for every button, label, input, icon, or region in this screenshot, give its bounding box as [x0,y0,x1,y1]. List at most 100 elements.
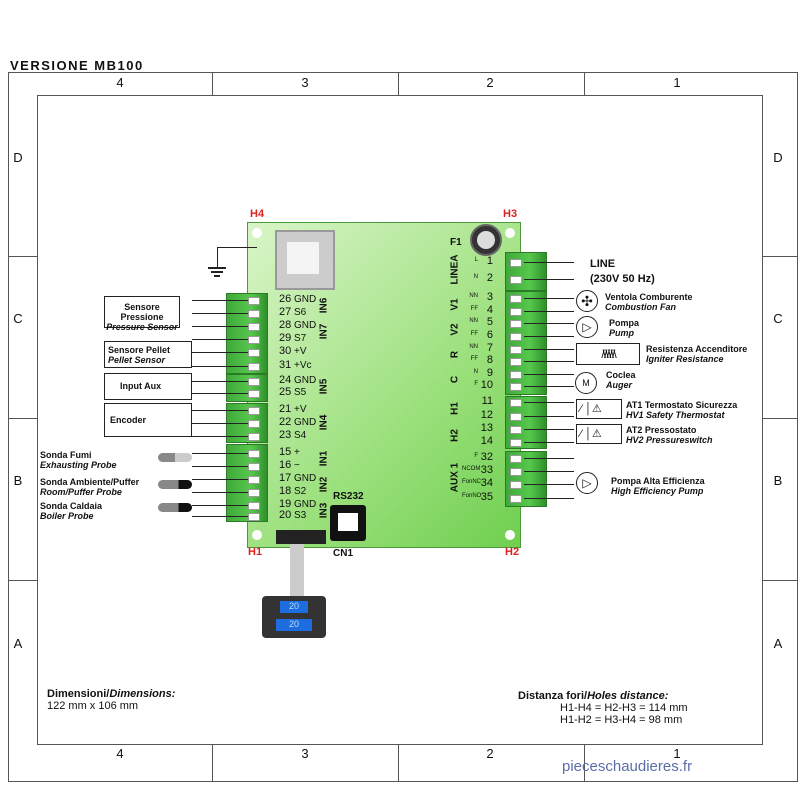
terminal-pin[interactable] [510,308,522,316]
terminal-pin[interactable] [510,295,522,303]
ruler-divider [584,72,585,95]
wire [192,466,248,467]
ruler-divider [212,72,213,95]
transformer [275,230,335,290]
diagram-title: VERSIONE MB100 [10,58,144,73]
row-label: B [13,473,23,488]
terminal-block [226,293,268,374]
wire [192,326,248,327]
terminal-pin[interactable] [248,463,260,471]
terminal-pin[interactable] [248,476,260,484]
row-label: C [773,311,783,326]
terminal-pin[interactable] [248,310,260,318]
terminal-pin[interactable] [248,390,260,398]
display-panel[interactable]: 20 20 [262,596,326,638]
cn1-connector[interactable] [276,530,326,544]
wire [192,505,248,506]
terminal-pin[interactable] [510,383,522,391]
terminal-pin[interactable] [510,276,522,284]
safety-thermostat-icon: ⁄ │⚠ [576,399,622,419]
dimensions-note: Dimensioni/Dimensions:122 mm x 106 mm [47,688,176,712]
row-label: D [773,150,783,165]
terminal-pin[interactable] [248,336,260,344]
terminal-number: 21 [279,403,292,415]
wire [524,458,574,459]
terminal-pin[interactable] [248,378,260,386]
hole-label-h2: H2 [505,546,520,558]
terminal-pin[interactable] [510,346,522,354]
terminal-pin[interactable] [510,439,522,447]
terminal-pin[interactable] [510,481,522,489]
terminal-signal: GND [294,294,317,305]
terminal-pin[interactable] [248,323,260,331]
terminal-signal: − [294,460,300,471]
terminal-number: 5 [486,316,493,328]
terminal-number: 30 [279,345,292,357]
terminal-signal: S6 [294,307,307,318]
terminal-number: 9 [486,367,493,379]
terminal-number: 17 [279,472,292,484]
terminal-pin[interactable] [248,297,260,305]
terminal-pin[interactable] [248,433,260,441]
terminal-pin[interactable] [248,407,260,415]
column-label: 1 [673,75,681,90]
terminal-pin[interactable] [510,371,522,379]
output-group-label: C [449,375,461,384]
terminal-pin[interactable] [510,333,522,341]
terminal-pin[interactable] [510,320,522,328]
terminal-number: 13 [480,422,493,434]
terminal-pin[interactable] [510,468,522,476]
wire [192,516,248,517]
wire [192,393,248,394]
row-label: B [773,473,783,488]
cn1-label: CN1 [333,548,354,559]
wire [524,386,574,387]
terminal-pin[interactable] [510,358,522,366]
terminal-pin[interactable] [510,259,522,267]
watermark: pieceschaudieres.fr [562,758,693,775]
terminal-block [226,444,268,522]
terminal-signal: S4 [294,430,307,441]
exhaust-probe-icon [158,453,192,462]
terminal-pin[interactable] [248,502,260,510]
terminal-pin[interactable] [248,513,260,521]
rs232-connector[interactable] [330,505,366,541]
terminal-pin[interactable] [248,420,260,428]
terminal-pin[interactable] [510,455,522,463]
wire [524,349,574,350]
terminal-pin[interactable] [510,495,522,503]
terminal-pin[interactable] [248,363,260,371]
terminal-number: 24 [279,374,292,386]
ground-wire [217,247,257,248]
terminal-block [505,252,547,291]
output-group-label: AUX 1 [449,462,461,493]
terminal-signal: FF [470,306,478,312]
wire [192,453,248,454]
wire [192,313,248,314]
terminal-number: 3 [486,291,493,303]
terminal-pin[interactable] [510,399,522,407]
wire [524,498,574,499]
ruler-divider [8,256,37,257]
input-group-label: IN3 [318,502,330,519]
ground-icon [214,275,220,277]
terminal-number: 20 [279,509,292,521]
ruler-divider [212,745,213,782]
terminal-pin[interactable] [510,413,522,421]
wire [524,323,574,324]
wire [192,479,248,480]
wire [192,339,248,340]
terminal-pin[interactable] [248,349,260,357]
terminal-pin[interactable] [510,426,522,434]
row-label: C [13,311,23,326]
wire [524,416,574,417]
terminal-number: 10 [480,379,493,391]
output-group-label: LINEA [449,254,461,285]
terminal-pin[interactable] [248,489,260,497]
terminal-signal: FonNC [462,479,482,485]
terminal-pin[interactable] [248,450,260,458]
motor-icon: M [575,372,597,394]
input-group-label: IN7 [318,323,330,340]
